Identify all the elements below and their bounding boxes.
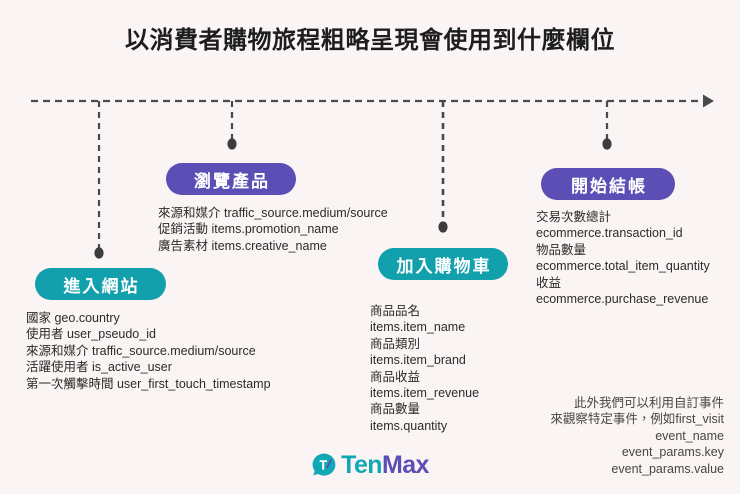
field-key: ecommerce.purchase_revenue bbox=[536, 292, 709, 307]
field-key: is_active_user bbox=[91, 360, 172, 375]
stage-pill-begin-checkout[interactable]: 開始結帳 bbox=[541, 168, 675, 200]
field-key: user_pseudo_id bbox=[66, 327, 156, 342]
field-key: items.quantity bbox=[370, 418, 448, 433]
stage-fields-add-to-cart: 商品品名 items.item_name 商品類別 items.item_bra… bbox=[370, 303, 479, 434]
note-line: event_name bbox=[655, 428, 724, 443]
field-key: items.creative_name bbox=[211, 238, 327, 253]
field-label: 活躍使用者 bbox=[26, 360, 92, 375]
field-row: 使用者 user_pseudo_id bbox=[26, 326, 271, 342]
field-label: 促銷活動 bbox=[158, 222, 212, 237]
stage-fields-begin-checkout: 交易次數總計 ecommerce.transaction_id 物品數量 eco… bbox=[536, 209, 710, 307]
field-label: 商品類別 bbox=[370, 336, 421, 351]
field-label: 廣告素材 bbox=[158, 238, 212, 253]
stage-fields-browse-product: 來源和媒介 traffic_source.medium/source 促銷活動 … bbox=[158, 205, 388, 254]
field-key: items.item_revenue bbox=[370, 386, 480, 401]
stage-pill-enter-site[interactable]: 進入網站 bbox=[35, 268, 166, 300]
field-label: 物品數量 bbox=[536, 242, 587, 257]
field-row: 國家 geo.country bbox=[26, 310, 271, 326]
field-label: 交易次數總計 bbox=[536, 210, 612, 224]
field-label: 第一次觸擊時間 bbox=[26, 376, 117, 391]
stage-fields-enter-site: 國家 geo.country 使用者 user_pseudo_id 來源和媒介 … bbox=[26, 310, 271, 392]
wordmark-max: Max bbox=[381, 450, 429, 479]
tenmax-logo: TenMax bbox=[0, 452, 740, 478]
field-key: items.item_name bbox=[370, 320, 466, 335]
field-label: 來源和媒介 bbox=[158, 206, 224, 220]
field-row: 活躍使用者 is_active_user bbox=[26, 359, 271, 375]
field-key: traffic_source.medium/source bbox=[223, 206, 388, 220]
field-key: items.promotion_name bbox=[211, 222, 339, 237]
field-label: 商品數量 bbox=[370, 402, 421, 417]
note-line: event_params.value bbox=[611, 461, 724, 476]
field-row: 來源和媒介 traffic_source.medium/source bbox=[158, 205, 388, 221]
stage-pill-add-to-cart[interactable]: 加入購物車 bbox=[378, 248, 508, 280]
field-row: 第一次觸擊時間 user_first_touch_timestamp bbox=[26, 376, 271, 392]
field-row: 廣告素材 items.creative_name bbox=[158, 238, 388, 254]
field-label: 來源和媒介 bbox=[26, 343, 92, 358]
field-label: 商品收益 bbox=[370, 369, 421, 384]
field-label: 使用者 bbox=[26, 327, 67, 342]
field-key: items.item_brand bbox=[370, 353, 466, 368]
field-row: 促銷活動 items.promotion_name bbox=[158, 221, 388, 237]
note-line: 此外我們可以利用自訂事件 bbox=[573, 396, 724, 410]
tenmax-logo-mark-icon bbox=[312, 453, 336, 476]
page-title: 以消費者購物旅程粗略呈現會使用到什麼欄位 bbox=[125, 27, 615, 54]
field-label: 國家 bbox=[26, 311, 55, 325]
field-key: ecommerce.transaction_id bbox=[536, 226, 683, 241]
field-key: user_first_touch_timestamp bbox=[116, 376, 271, 391]
custom-event-note: 此外我們可以利用自訂事件 來觀察特定事件，例如first_visit event… bbox=[484, 395, 724, 477]
stage-pill-browse-product[interactable]: 瀏覽產品 bbox=[166, 163, 296, 195]
field-key: ecommerce.total_item_quantity bbox=[536, 259, 710, 274]
wordmark-ten: Ten bbox=[341, 450, 382, 479]
note-line: 來觀察特定事件，例如first_visit bbox=[550, 412, 724, 427]
note-line: event_params.key bbox=[621, 445, 724, 460]
field-label: 收益 bbox=[536, 275, 562, 290]
tenmax-wordmark: TenMax bbox=[341, 450, 429, 479]
field-key: geo.country bbox=[54, 311, 120, 325]
field-row: 來源和媒介 traffic_source.medium/source bbox=[26, 343, 271, 359]
field-label: 商品品名 bbox=[370, 304, 421, 318]
field-key: traffic_source.medium/source bbox=[91, 343, 256, 358]
